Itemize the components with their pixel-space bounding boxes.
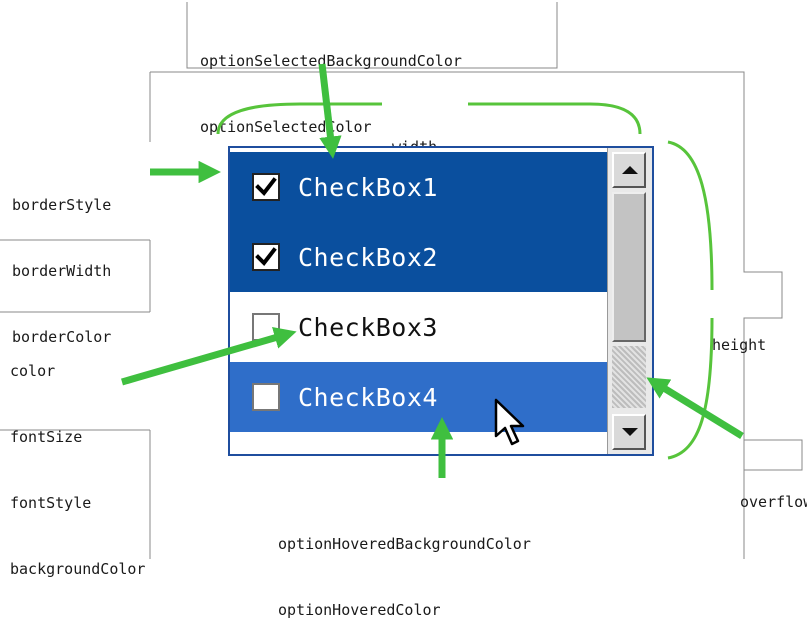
scroll-thumb[interactable] (612, 192, 646, 342)
annotation-line: color (10, 362, 56, 380)
option-label: CheckBox4 (298, 382, 438, 412)
annotation-line: fontSize (10, 428, 83, 446)
scroll-down-button[interactable] (612, 414, 646, 450)
annotation-line: borderStyle (12, 196, 112, 214)
annotation-line: optionHoveredBackgroundColor (278, 535, 531, 553)
option-label: CheckBox3 (298, 312, 438, 342)
checkbox-listbox[interactable]: CheckBox1 CheckBox2 CheckBox3 CheckBox4 (228, 146, 654, 456)
list-option-checkbox3[interactable]: CheckBox3 (230, 292, 610, 362)
scroll-up-button[interactable] (612, 152, 646, 188)
vertical-scrollbar[interactable] (607, 148, 652, 454)
checkbox-checked[interactable] (252, 173, 280, 201)
annotation-line: borderWidth (12, 262, 112, 280)
scroll-down-arrow-icon (622, 428, 638, 436)
list-option-checkbox1[interactable]: CheckBox1 (230, 152, 610, 222)
annotation-line: overflow (740, 493, 807, 511)
annotation-line: fontStyle (10, 494, 92, 512)
annotation-line: optionHoveredColor (278, 601, 441, 619)
annotation-font: color fontSize fontStyle backgroundColor (10, 316, 145, 602)
checkbox-unchecked[interactable] (252, 383, 280, 411)
annotation-height: height (712, 290, 766, 378)
annotation-border: borderStyle borderWidth borderColor (12, 150, 111, 370)
checkbox-unchecked[interactable] (252, 313, 280, 341)
diagram-outline (0, 2, 803, 559)
scroll-track[interactable] (612, 346, 646, 408)
annotation-line: height (712, 336, 767, 354)
checkbox-checked[interactable] (252, 243, 280, 271)
annotation-line: backgroundColor (10, 560, 146, 578)
option-label: CheckBox1 (298, 172, 438, 202)
checkmark-icon (255, 177, 277, 197)
annotation-hovered-colors: optionHoveredBackgroundColor optionHover… (278, 489, 531, 643)
annotation-line: borderColor (12, 328, 112, 346)
list-option-checkbox2[interactable]: CheckBox2 (230, 222, 610, 292)
mouse-pointer-icon (494, 398, 525, 446)
annotation-line: optionSelectedBackgroundColor (200, 52, 462, 70)
checkmark-icon (255, 247, 277, 267)
scroll-up-arrow-icon (622, 166, 638, 174)
option-label: CheckBox2 (298, 242, 438, 272)
list-option-checkbox4[interactable]: CheckBox4 (230, 362, 610, 432)
annotation-overflow: overflow (740, 447, 807, 535)
